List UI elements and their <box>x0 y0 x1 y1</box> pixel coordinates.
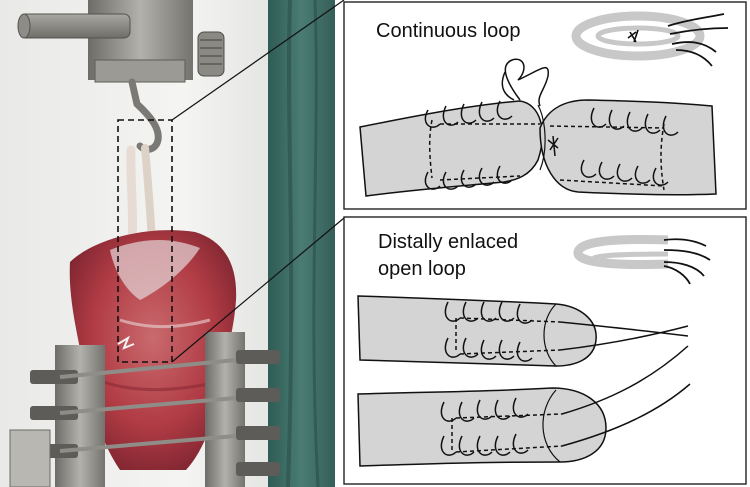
zoom-connector-line <box>171 217 345 363</box>
panel-continuous-loop: Continuous loop <box>343 1 747 210</box>
panel-open-loop: Distally enlaced open loop <box>343 216 747 485</box>
tendon-right <box>539 99 717 196</box>
panel-title-line2: open loop <box>378 258 466 280</box>
tissue-fascia <box>110 239 200 300</box>
suture-loops-upper <box>444 301 689 362</box>
panel-title: Continuous loop <box>376 20 521 42</box>
tendon-strand <box>126 145 138 245</box>
pin-end <box>17 13 31 39</box>
open-loop-suture-icon <box>573 235 711 285</box>
zoom-connector-line <box>171 0 345 121</box>
base-plate <box>9 429 51 487</box>
horizontal-pin <box>19 13 131 39</box>
green-curtain <box>268 0 335 487</box>
curtain-fold <box>286 0 294 487</box>
tendon-lower <box>357 387 607 467</box>
suture-loops-lower <box>440 345 691 456</box>
suture-knot-free-ends <box>501 58 559 157</box>
machine-plate <box>94 59 186 83</box>
suture-loops-left <box>424 100 540 190</box>
suture-loops-right <box>549 107 679 191</box>
specimen-photo <box>0 0 335 487</box>
panel-title-line1: Distally enlaced <box>378 231 518 253</box>
clamp-screws <box>30 350 280 476</box>
tendon-upper <box>357 295 597 367</box>
adjuster-knob <box>197 31 225 77</box>
suture-knot <box>117 335 135 350</box>
region-of-interest-box <box>117 119 173 363</box>
continuous-loop-suture-icon <box>571 11 729 67</box>
curtain-fold <box>312 0 320 487</box>
